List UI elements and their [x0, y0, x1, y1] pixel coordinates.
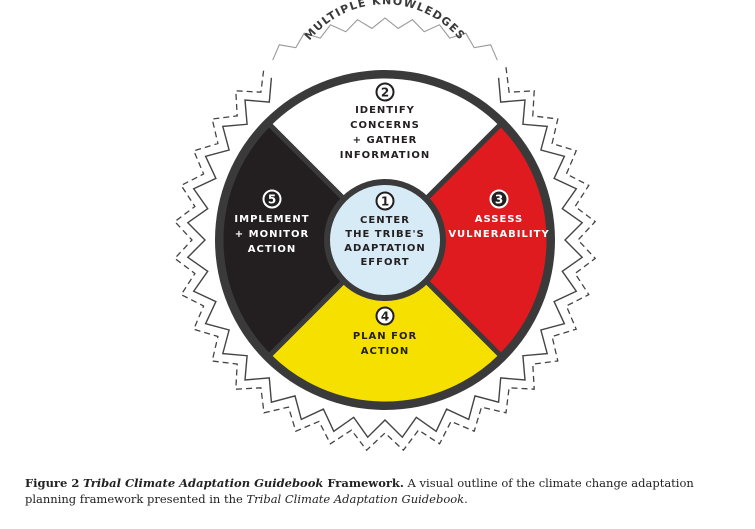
- step-label-line: VULNERABILITY: [448, 229, 549, 240]
- caption-body-end: .: [464, 492, 468, 506]
- step-number-badge: [375, 82, 395, 102]
- step-label-line: + MONITOR: [235, 229, 309, 240]
- segment-implement-monitor: [218, 121, 388, 359]
- caption-body-italic: Tribal Climate Adaptation Guidebook: [246, 492, 465, 506]
- step-label-line: THE TRIBE'S: [345, 229, 424, 240]
- step-number: 4: [381, 310, 389, 324]
- segment-identify-concerns: [266, 73, 504, 243]
- multiple-knowledges-label: MULTIPLE KNOWLEDGES: [302, 0, 468, 43]
- step-number: 1: [381, 195, 389, 209]
- step-label-line: IDENTIFY: [355, 105, 415, 116]
- step-label-line: ACTION: [361, 346, 410, 357]
- segment-assess-vulnerability: [382, 121, 552, 359]
- zigzag-inner: [186, 77, 584, 439]
- caption-title-rest: Framework.: [323, 476, 404, 490]
- zigzag-top-band: [272, 17, 498, 61]
- step-label-line: CONCERNS: [350, 120, 420, 131]
- center-circle: [330, 185, 440, 295]
- caption-figure-label: Figure 2: [25, 476, 80, 490]
- framework-wheel: [215, 70, 555, 410]
- caption-title-italic: Tribal Climate Adaptation Guidebook: [82, 476, 324, 490]
- step-number-badge: [375, 306, 395, 326]
- step-label-line: INFORMATION: [340, 150, 430, 161]
- step-number: 2: [381, 86, 389, 100]
- step-number-badge: [262, 189, 282, 209]
- zigzag-border: [173, 17, 597, 452]
- zigzag-outer: [173, 67, 597, 452]
- step-label-line: EFFORT: [360, 257, 409, 268]
- step-number: 3: [495, 193, 503, 207]
- step-label-line: IMPLEMENT: [234, 214, 309, 225]
- step-number-badge: [375, 191, 395, 211]
- figure-caption: Figure 2 Tribal Climate Adaptation Guide…: [25, 475, 740, 507]
- step-label-line: ACTION: [248, 244, 297, 255]
- step-label-line: CENTER: [360, 215, 410, 226]
- step-label-line: + GATHER: [353, 135, 418, 146]
- step-label-line: ADAPTATION: [344, 243, 426, 254]
- step-label-line: ASSESS: [475, 214, 523, 225]
- caption-body: A visual outline of the climate change a…: [25, 476, 694, 506]
- step-number-badge: [489, 189, 509, 209]
- step-number: 5: [268, 193, 276, 207]
- step-label-line: PLAN FOR: [353, 331, 417, 342]
